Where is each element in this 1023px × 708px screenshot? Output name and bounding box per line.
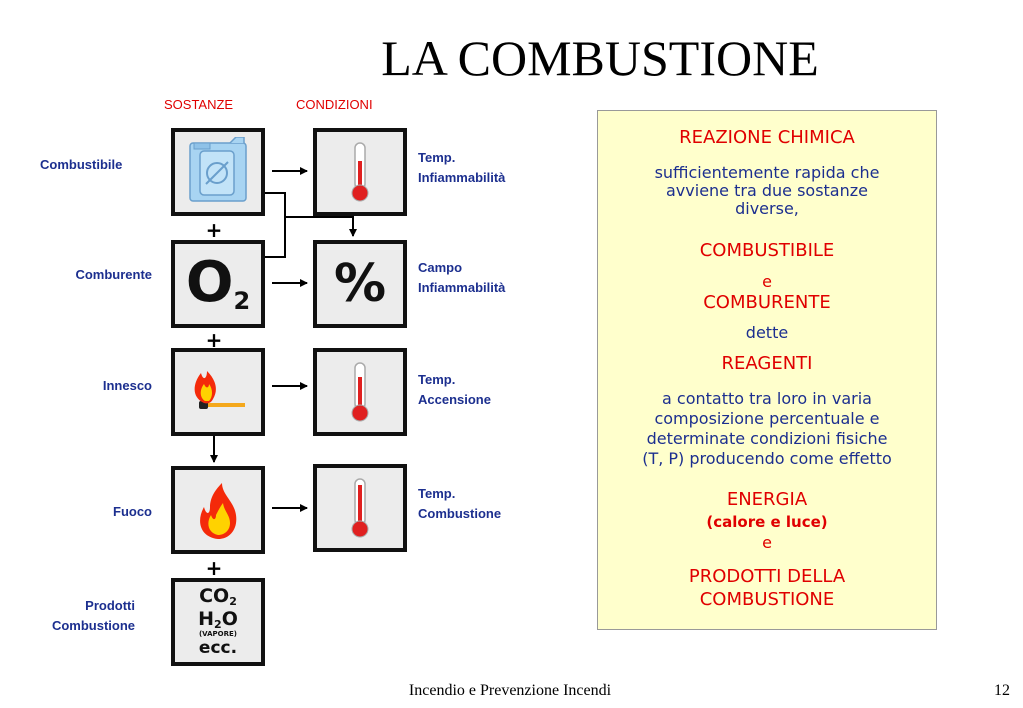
condition-label-3-line2: Accensione bbox=[418, 392, 491, 407]
product-co-sub: 2 bbox=[229, 595, 237, 608]
product-co: CO bbox=[199, 585, 230, 607]
thermometer-icon bbox=[351, 142, 369, 202]
condition-label-4: Temp. Combustione bbox=[418, 484, 501, 524]
panel-prodotti-line1: PRODOTTI DELLA bbox=[688, 566, 846, 587]
panel-contact-line4: (T, P) producendo come effetto bbox=[642, 449, 892, 468]
condition-label-1-line1: Temp. bbox=[418, 150, 456, 165]
fuel-canister-icon bbox=[171, 128, 265, 216]
panel-desc-line2: avviene tra due sostanze bbox=[666, 181, 868, 200]
panel-dette: dette bbox=[745, 323, 789, 342]
panel-energia: ENERGIA bbox=[726, 489, 808, 510]
label-prodotti-line1: Prodotti bbox=[85, 598, 135, 613]
chemical-reaction-panel: REAZIONE CHIMICA sufficientemente rapida… bbox=[597, 110, 937, 630]
combustion-products-icon: CO2 H2O (VAPORE) ecc. bbox=[171, 578, 265, 666]
percent-icon: % bbox=[313, 240, 407, 328]
panel-heading: REAZIONE CHIMICA bbox=[679, 127, 855, 148]
footer-text: Incendio e Prevenzione Incendi bbox=[408, 682, 612, 699]
panel-reagenti: REAGENTI bbox=[721, 353, 813, 374]
condition-thermometer-icon-1 bbox=[313, 128, 407, 216]
label-comburente: Comburente bbox=[75, 267, 152, 282]
condition-label-3-line1: Temp. bbox=[418, 372, 456, 387]
o2-subscript: 2 bbox=[233, 287, 251, 315]
page-title: LA COMBUSTIONE bbox=[381, 30, 819, 86]
product-o: O bbox=[221, 608, 238, 630]
plus-sign-2: + bbox=[205, 328, 223, 352]
fire-icon bbox=[171, 466, 265, 554]
label-prodotti-line2: Combustione bbox=[51, 618, 135, 633]
panel-e1: e bbox=[762, 272, 772, 291]
product-ecc: ecc. bbox=[198, 638, 238, 658]
column-header-conditions: CONDIZIONI bbox=[296, 97, 373, 112]
condition-thermometer-icon-3 bbox=[313, 348, 407, 436]
condition-label-2-line2: Infiammabilità bbox=[418, 280, 506, 295]
product-h-sub: 2 bbox=[214, 618, 222, 631]
panel-desc-line1: sufficientemente rapida che bbox=[654, 163, 880, 182]
percent-symbol: % bbox=[333, 254, 387, 314]
match-flame-icon bbox=[171, 348, 265, 436]
panel-combustibile: COMBUSTIBILE bbox=[699, 240, 835, 261]
condition-label-3: Temp. Accensione bbox=[418, 370, 491, 410]
oxygen-o2-icon: O2 bbox=[171, 240, 265, 328]
condition-label-2: Campo Infiammabilità bbox=[418, 258, 505, 298]
panel-prodotti-line2: COMBUSTIONE bbox=[699, 589, 835, 610]
thermometer-icon bbox=[351, 362, 369, 422]
product-vapore: (VAPORE) bbox=[198, 630, 237, 638]
condition-label-4-line1: Temp. bbox=[418, 486, 456, 501]
panel-contact-line3: determinate condizioni fisiche bbox=[646, 429, 888, 448]
panel-contact-line1: a contatto tra loro in varia bbox=[662, 389, 872, 408]
label-innesco: Innesco bbox=[102, 378, 152, 393]
condition-label-1: Temp. Infiammabilità bbox=[418, 148, 505, 188]
label-fuoco: Fuoco bbox=[113, 504, 152, 519]
column-header-substances: SOSTANZE bbox=[164, 97, 234, 112]
condition-label-2-line1: Campo bbox=[418, 260, 463, 275]
label-prodotti: Prodotti Combustione bbox=[20, 596, 135, 636]
bracket-reagents bbox=[263, 192, 286, 258]
panel-comburente: COMBURENTE bbox=[703, 292, 831, 313]
panel-calore: (calore e luce) bbox=[706, 513, 828, 531]
thermometer-icon bbox=[351, 478, 369, 538]
product-h: H bbox=[198, 608, 215, 630]
arrow-to-campo bbox=[285, 216, 357, 237]
panel-e2: e bbox=[762, 533, 772, 552]
condition-label-4-line2: Combustione bbox=[418, 506, 502, 521]
panel-contact-line2: composizione percentuale e bbox=[654, 409, 880, 428]
page-number: 12 bbox=[994, 682, 1010, 699]
plus-sign-3: + bbox=[205, 556, 223, 580]
plus-sign-1: + bbox=[205, 218, 223, 242]
condition-label-1-line2: Infiammabilità bbox=[418, 170, 506, 185]
panel-desc-line3: diverse, bbox=[735, 199, 799, 218]
o2-letter: O bbox=[185, 250, 234, 315]
label-combustibile: Combustibile bbox=[40, 157, 123, 172]
condition-thermometer-icon-4 bbox=[313, 464, 407, 552]
